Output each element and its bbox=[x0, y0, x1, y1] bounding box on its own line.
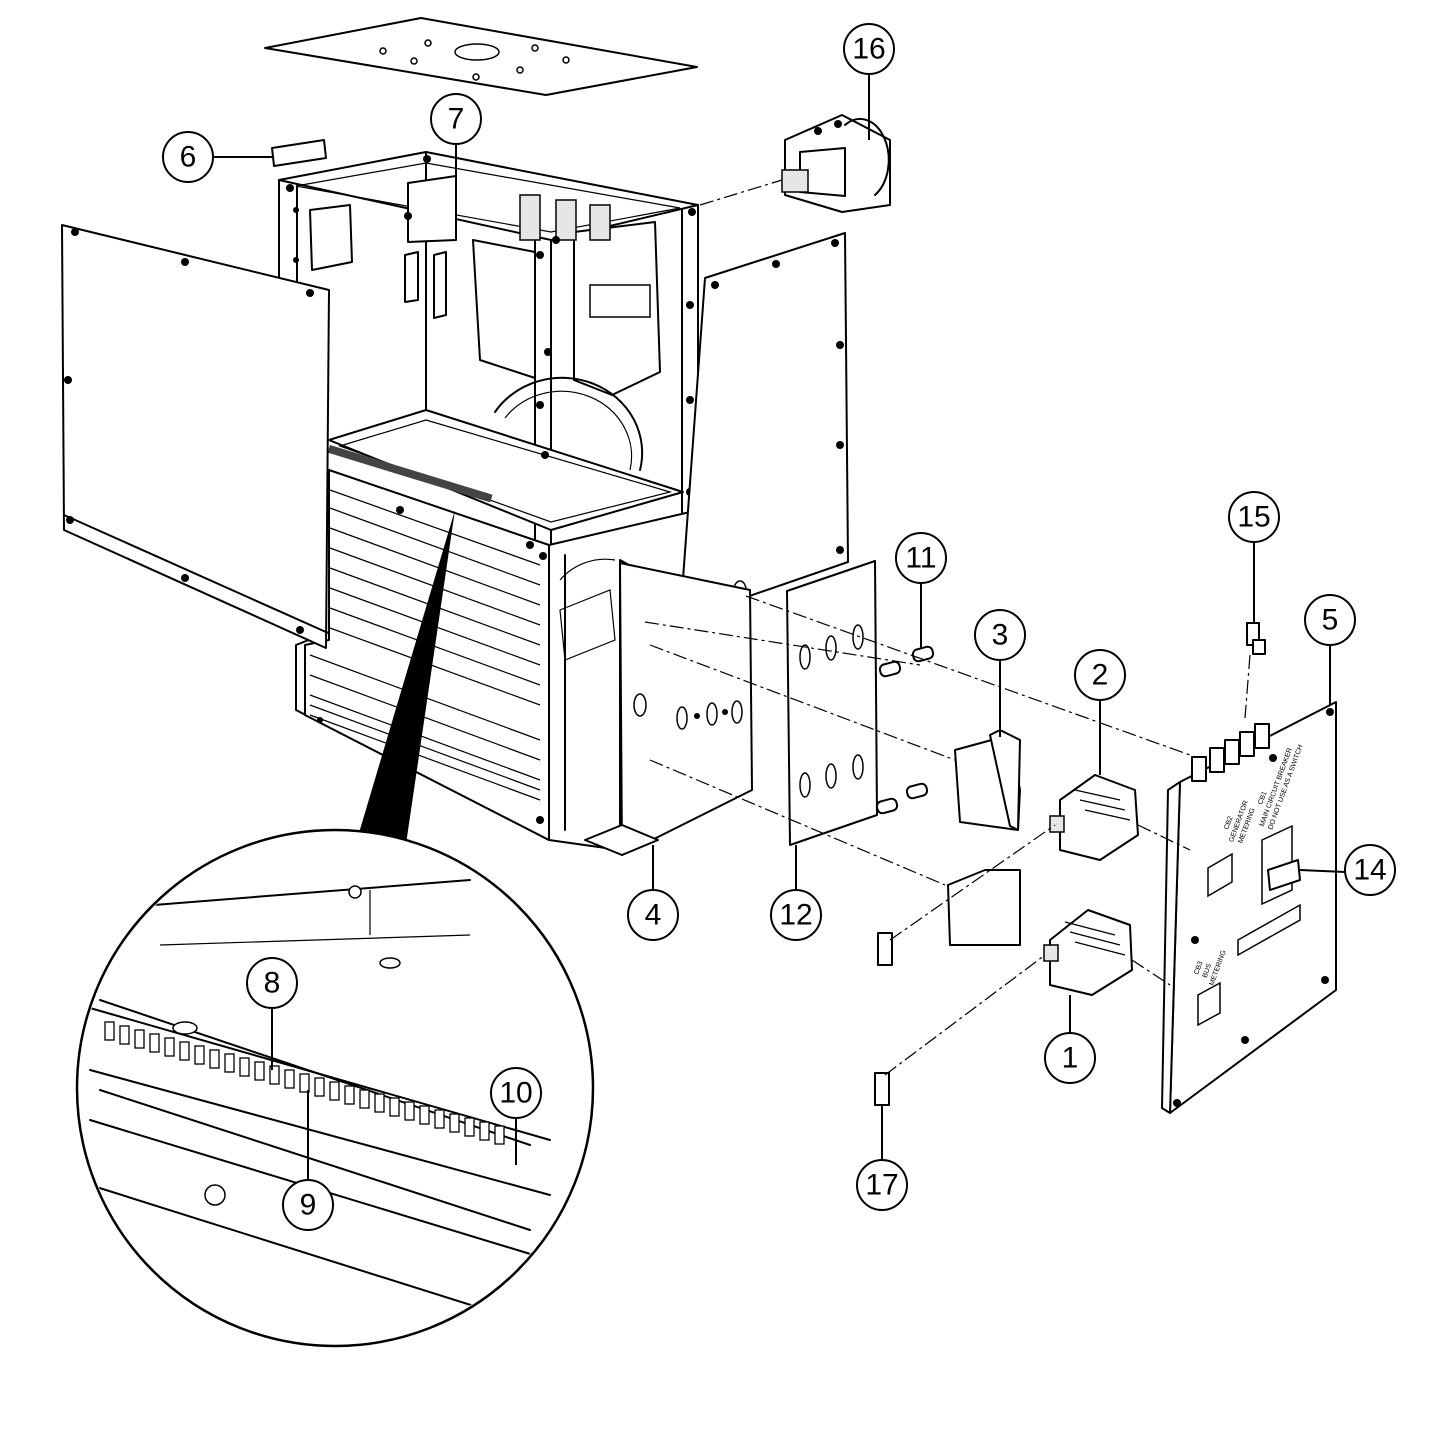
svg-text:7: 7 bbox=[448, 103, 465, 136]
front-door-panel: CB2 GENERATOR METERING CB1 MAIN CIRCUIT … bbox=[1161, 701, 1337, 1114]
callout-4: 4 bbox=[627, 889, 679, 941]
callout-6: 6 bbox=[162, 131, 214, 183]
top-cover-plate bbox=[264, 17, 698, 96]
standoffs-11 bbox=[875, 645, 935, 815]
circuit-breaker-1 bbox=[1043, 909, 1133, 996]
callout-11: 11 bbox=[895, 532, 947, 584]
leader-lines bbox=[212, 74, 1346, 1180]
enclosure-frame bbox=[278, 151, 699, 601]
callout-14: 14 bbox=[1344, 844, 1396, 896]
svg-text:2: 2 bbox=[1092, 659, 1109, 692]
detail-view bbox=[75, 828, 595, 1348]
callout-9: 9 bbox=[282, 1179, 334, 1231]
circuit-breaker-2 bbox=[1049, 774, 1139, 861]
callout-12: 12 bbox=[770, 889, 822, 941]
svg-text:4: 4 bbox=[645, 899, 662, 932]
svg-text:8: 8 bbox=[264, 967, 281, 1000]
contactor-cover-3 bbox=[954, 729, 1021, 831]
mounting-plate-4 bbox=[584, 562, 753, 856]
contactor-cover-3b bbox=[947, 869, 1021, 946]
callout-15: 15 bbox=[1228, 491, 1280, 543]
detail-callout-wedge bbox=[345, 510, 455, 885]
ring-terminal-15 bbox=[1246, 622, 1266, 655]
callout-8: 8 bbox=[246, 957, 298, 1009]
cb3-label-line2: BUS bbox=[1202, 963, 1214, 979]
clip-17-upper bbox=[877, 932, 893, 966]
left-side-panel bbox=[61, 224, 330, 649]
callout-5: 5 bbox=[1304, 594, 1356, 646]
svg-text:14: 14 bbox=[1353, 854, 1386, 887]
right-back-panel bbox=[679, 232, 849, 621]
cb3-label-line1: CB3 bbox=[1193, 960, 1204, 975]
svg-text:16: 16 bbox=[852, 33, 885, 66]
svg-text:15: 15 bbox=[1237, 501, 1270, 534]
svg-text:11: 11 bbox=[905, 542, 936, 575]
callout-3: 3 bbox=[974, 609, 1026, 661]
callout-10: 10 bbox=[490, 1067, 542, 1119]
svg-text:6: 6 bbox=[180, 141, 197, 174]
explode-lines bbox=[644, 179, 1251, 1076]
svg-text:3: 3 bbox=[992, 619, 1009, 652]
cb2-label-line1: CB2 bbox=[1223, 815, 1234, 830]
cb1-label-line1: CB1 bbox=[1257, 790, 1268, 805]
svg-text:1: 1 bbox=[1062, 1042, 1079, 1075]
clip-17-lower bbox=[874, 1072, 890, 1106]
svg-text:12: 12 bbox=[779, 899, 812, 932]
label-plate bbox=[271, 139, 327, 167]
callout-7: 7 bbox=[430, 93, 482, 145]
insulating-sheet-12 bbox=[786, 560, 878, 846]
bus-bar-bracket bbox=[781, 114, 891, 213]
svg-text:17: 17 bbox=[865, 1169, 898, 1202]
svg-text:5: 5 bbox=[1322, 604, 1339, 637]
svg-text:9: 9 bbox=[300, 1189, 317, 1222]
callout-16: 16 bbox=[843, 23, 895, 75]
callout-2: 2 bbox=[1074, 649, 1126, 701]
callout-1: 1 bbox=[1044, 1032, 1096, 1084]
callout-17: 17 bbox=[856, 1159, 908, 1211]
svg-text:10: 10 bbox=[499, 1077, 532, 1110]
